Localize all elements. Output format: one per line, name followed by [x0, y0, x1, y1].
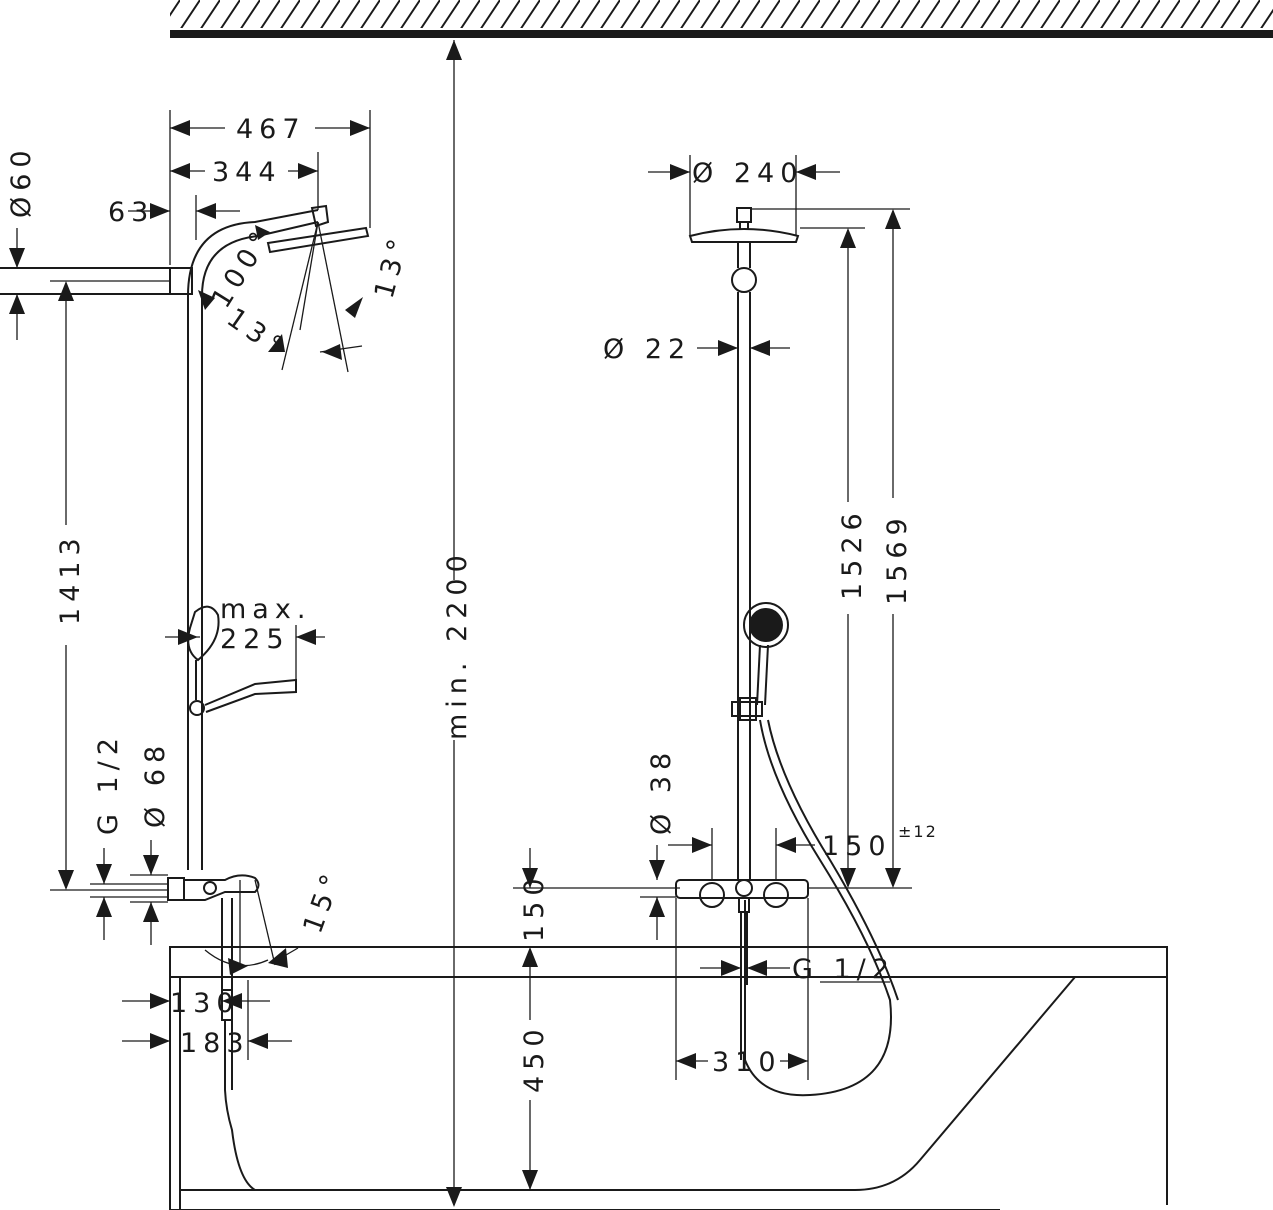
dim-225: 225	[220, 624, 290, 655]
dim-1526: 1526	[837, 507, 868, 600]
side-view: 467 344 63 Ø60 100° 13° 13°	[0, 110, 416, 1191]
dim-130: 130	[170, 988, 240, 1019]
dim-15deg: 15°	[297, 865, 349, 937]
tub-height-dimensions: 150 450	[513, 848, 680, 1190]
ceiling	[170, 0, 1273, 38]
dim-150-horizontal: 150	[822, 831, 892, 862]
height-2200-dimension: min. 2200	[442, 40, 473, 1207]
dim-max-label: max.	[220, 594, 311, 625]
dim-63: 63	[108, 197, 154, 228]
dim-467: 467	[236, 114, 306, 145]
dim-dia22: Ø 22	[603, 334, 691, 365]
dim-183: 183	[180, 1028, 250, 1059]
dim-dia38: Ø 38	[646, 747, 677, 835]
dim-dia60: Ø60	[6, 144, 37, 218]
dim-13deg-right: 13°	[369, 230, 416, 302]
dim-13deg-left: 13°	[221, 302, 293, 365]
dim-tolerance-12: ±12	[898, 822, 938, 841]
dim-g12-left: G 1/2	[93, 732, 124, 835]
dim-dia240: Ø 240	[692, 158, 803, 189]
dim-100deg: 100°	[206, 222, 279, 314]
dim-min-2200: min. 2200	[442, 549, 473, 740]
dim-150-vertical: 150	[519, 872, 550, 942]
dim-450: 450	[519, 1023, 550, 1093]
dim-310: 310	[712, 1047, 782, 1078]
dim-344: 344	[212, 157, 282, 188]
dim-dia68: Ø 68	[140, 740, 171, 828]
dim-1569: 1569	[882, 512, 913, 605]
dim-1413: 1413	[55, 532, 86, 625]
front-view: Ø 240 Ø 22 1569 1526 Ø 38	[603, 155, 938, 1097]
bathtub	[169, 946, 1168, 1210]
